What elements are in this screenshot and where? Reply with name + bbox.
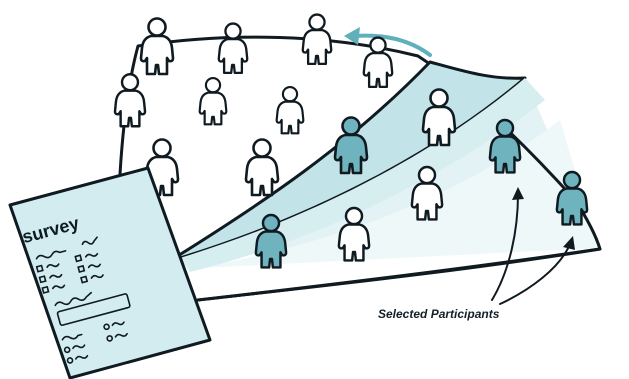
survey-sheet: survey <box>8 166 212 379</box>
field-baseline <box>196 247 602 302</box>
selected-participants-annotation: Selected Participants <box>378 187 575 321</box>
person-icon <box>198 76 228 126</box>
field-shading-inner <box>200 120 598 268</box>
annotation-label: Selected Participants <box>378 307 500 321</box>
person-icon <box>244 138 280 197</box>
rotation-arrow <box>344 27 432 57</box>
person-icon <box>113 72 147 128</box>
selection-band-lower <box>180 78 545 272</box>
rotation-arrow-icon <box>353 33 432 57</box>
person-icon <box>275 85 305 135</box>
pointer-arrow-2 <box>499 243 571 305</box>
survey-form-marks <box>35 236 131 364</box>
person-icon <box>301 13 333 66</box>
pointer-arrow-1 <box>491 193 519 301</box>
survey-paper <box>8 166 212 379</box>
person-icon <box>217 22 249 75</box>
person-icon <box>139 17 175 76</box>
